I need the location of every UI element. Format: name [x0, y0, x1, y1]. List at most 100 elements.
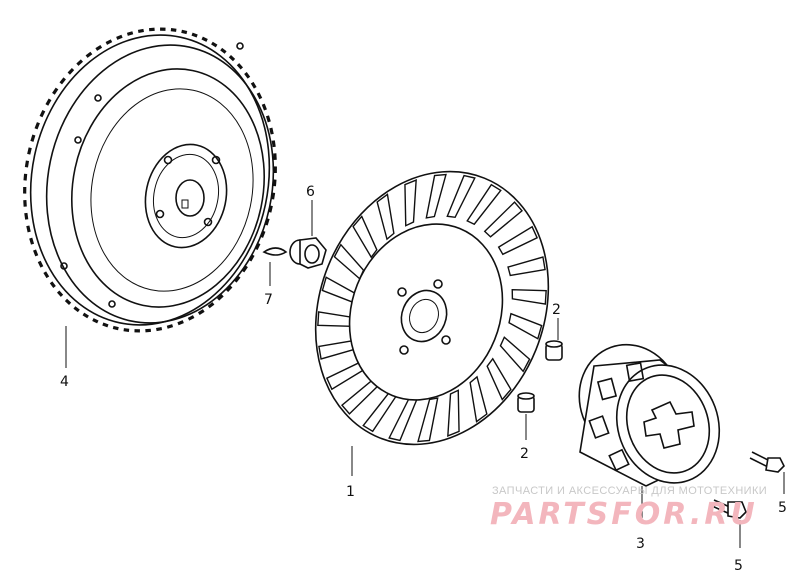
gear-tooth: [67, 67, 75, 75]
cooling-fan: [314, 170, 550, 446]
gear-tooth: [244, 72, 251, 79]
gear-tooth: [236, 63, 244, 70]
callout-2-lower: 2: [520, 446, 529, 462]
gear-tooth: [216, 294, 224, 301]
gear-tooth: [265, 115, 271, 123]
gear-tooth: [30, 134, 36, 142]
gear-tooth: [59, 77, 66, 85]
gear-tooth: [250, 81, 257, 89]
gear-tooth: [201, 36, 208, 42]
gear-tooth: [261, 103, 267, 111]
fan-blade: [376, 193, 395, 241]
gear-tooth: [24, 160, 30, 168]
gear-tooth: [207, 302, 215, 309]
callout-3: 3: [636, 536, 645, 552]
woodruff-key: [262, 247, 288, 256]
fan-blade: [466, 183, 502, 226]
fan-blade: [469, 375, 488, 423]
fan-blade: [446, 174, 476, 219]
gear-tooth: [123, 328, 130, 332]
gear-tooth: [85, 51, 93, 58]
gear-tooth: [52, 87, 59, 95]
fan-blade: [425, 173, 447, 219]
fan-blade: [486, 357, 512, 401]
gear-tooth: [264, 218, 270, 226]
gear-tooth: [34, 122, 40, 130]
fan-blade: [483, 201, 523, 238]
gear-tooth: [225, 285, 233, 293]
gear-tooth: [271, 140, 276, 148]
gear-tooth: [116, 34, 123, 40]
fan-blade: [447, 389, 460, 437]
flange-nut: [289, 237, 327, 269]
fan-blade: [352, 215, 378, 259]
gear-tooth: [268, 205, 273, 213]
gear-tooth: [211, 41, 218, 48]
gear-tooth: [56, 290, 64, 297]
gear-tooth: [220, 47, 227, 54]
gear-tooth: [166, 324, 174, 329]
fan-blade: [497, 225, 539, 256]
fan-blade: [417, 397, 439, 443]
gear-tooth: [24, 212, 29, 220]
flywheel-ring-gear: [23, 27, 277, 333]
gear-tooth: [191, 32, 198, 38]
gear-tooth: [73, 306, 80, 313]
gear-tooth: [234, 275, 241, 283]
gear-tooth: [26, 225, 31, 233]
gear-tooth: [39, 110, 46, 118]
fan-blades: [317, 173, 547, 443]
gear-tooth: [95, 45, 103, 51]
callout-6: 6: [306, 184, 315, 200]
gear-tooth: [33, 249, 39, 257]
callout-5-upper: 5: [778, 500, 787, 516]
flywheel: [23, 27, 277, 333]
gear-tooth: [102, 322, 109, 328]
gear-tooth: [156, 326, 163, 332]
gear-tooth: [27, 147, 32, 155]
gear-tooth: [105, 39, 113, 45]
gear-tooth: [248, 254, 255, 262]
flange-bolt-lower: [711, 499, 747, 519]
gear-tooth: [272, 179, 277, 187]
watermark-tagline: ЗАПЧАСТИ И АКСЕССУАРЫ ДЛЯ МОТОТЕХНИКИ: [492, 485, 767, 497]
gear-tooth: [82, 312, 89, 319]
fan-blade: [511, 289, 547, 305]
gear-tooth: [187, 315, 195, 321]
fan-blade: [507, 256, 546, 277]
watermark-logo: PARTSFOR.RU: [490, 497, 758, 532]
gear-tooth: [228, 54, 236, 62]
gear-tooth: [269, 127, 274, 135]
gear-tooth: [137, 28, 144, 34]
gear-tooth: [45, 98, 52, 106]
gear-tooth: [254, 242, 261, 250]
gear-tooth: [241, 265, 248, 273]
callout-7: 7: [264, 292, 273, 308]
fan-blade: [499, 336, 531, 373]
starter-pulley-cup: [578, 343, 721, 487]
callout-2-upper: 2: [552, 302, 561, 318]
callout-5-lower: 5: [734, 558, 743, 574]
gear-tooth: [43, 271, 50, 279]
gear-tooth: [37, 260, 44, 268]
gear-tooth: [92, 318, 99, 324]
fan-blade: [404, 179, 417, 227]
gear-tooth: [270, 192, 276, 200]
callout-4: 4: [60, 374, 69, 390]
gear-tooth: [181, 29, 188, 35]
dowel-pin-lower: [517, 392, 535, 413]
callout-1: 1: [346, 484, 355, 500]
gear-tooth: [197, 309, 205, 315]
gear-tooth: [29, 237, 35, 245]
flange-bolt-upper: [749, 451, 785, 473]
gear-tooth: [170, 28, 177, 32]
gear-tooth: [260, 230, 266, 238]
gear-tooth: [126, 31, 134, 36]
gear-tooth: [76, 59, 84, 66]
gear-tooth: [23, 173, 28, 181]
gear-tooth: [256, 92, 263, 100]
gear-tooth: [112, 325, 119, 331]
gear-tooth: [64, 298, 72, 306]
gear-tooth: [177, 320, 184, 326]
